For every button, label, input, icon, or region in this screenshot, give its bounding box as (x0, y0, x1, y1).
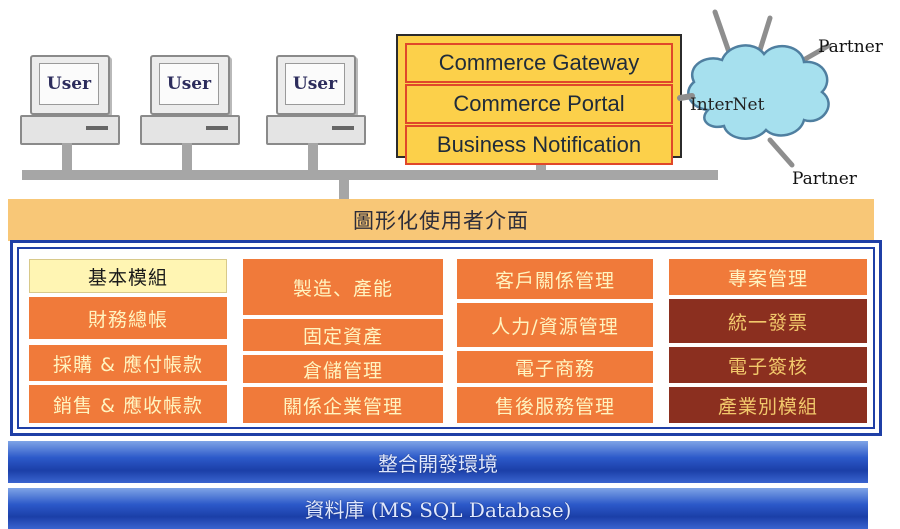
commerce-portal: Commerce Portal (405, 84, 673, 124)
commerce-gateway: Commerce Gateway (405, 43, 673, 83)
module-affiliates: 關係企業管理 (243, 387, 443, 423)
module-hr: 人力/資源管理 (457, 303, 653, 347)
gui-layer: 圖形化使用者介面 (8, 199, 874, 241)
monitor-icon: User (30, 55, 110, 115)
module-warehouse: 倉儲管理 (243, 355, 443, 383)
user-label: User (46, 74, 92, 94)
module-industry: 產業別模組 (669, 387, 867, 423)
module-basic: 基本模組 (29, 259, 227, 293)
module-purchasing-payables: 採購 & 應付帳款 (29, 345, 227, 381)
internet-label: InterNet (690, 95, 765, 115)
partner-label-bottom: Partner (792, 169, 857, 189)
dev-environment-layer: 整合開發環境 (8, 441, 868, 483)
user-computer-3: User (266, 55, 378, 175)
module-project: 專案管理 (669, 259, 867, 295)
module-manufacturing: 製造、產能 (243, 259, 443, 315)
module-after-sales: 售後服務管理 (457, 387, 653, 423)
database-label: 資料庫 (MS SQL Database) (304, 498, 572, 522)
user-computer-2: User (140, 55, 252, 175)
module-invoice: 統一發票 (669, 299, 867, 343)
partner-label-top: Partner (818, 37, 883, 57)
network-drop (339, 170, 349, 202)
computer-case-icon (20, 115, 120, 145)
business-notification: Business Notification (405, 125, 673, 165)
user-label: User (292, 74, 338, 94)
database-layer: 資料庫 (MS SQL Database) (8, 488, 868, 529)
module-ecommerce: 電子商務 (457, 351, 653, 383)
gui-label: 圖形化使用者介面 (353, 209, 529, 233)
monitor-icon: User (276, 55, 356, 115)
network-bus (22, 170, 718, 180)
module-general-ledger: 財務總帳 (29, 297, 227, 339)
module-e-signoff: 電子簽核 (669, 347, 867, 383)
monitor-icon: User (150, 55, 230, 115)
module-sales-receivables: 銷售 & 應收帳款 (29, 385, 227, 423)
internet-cloud-icon (677, 9, 831, 168)
computer-case-icon (266, 115, 366, 145)
user-label: User (166, 74, 212, 94)
user-computer-1: User (20, 55, 132, 175)
commerce-drop (536, 156, 546, 174)
modules-frame: 基本模組 財務總帳 採購 & 應付帳款 銷售 & 應收帳款 製造、產能 固定資產… (10, 240, 882, 436)
module-crm: 客戶關係管理 (457, 259, 653, 299)
module-fixed-assets: 固定資產 (243, 319, 443, 351)
commerce-server-box: Commerce Gateway Commerce Portal Busines… (396, 34, 682, 165)
computer-case-icon (140, 115, 240, 145)
dev-environment-label: 整合開發環境 (378, 451, 498, 476)
